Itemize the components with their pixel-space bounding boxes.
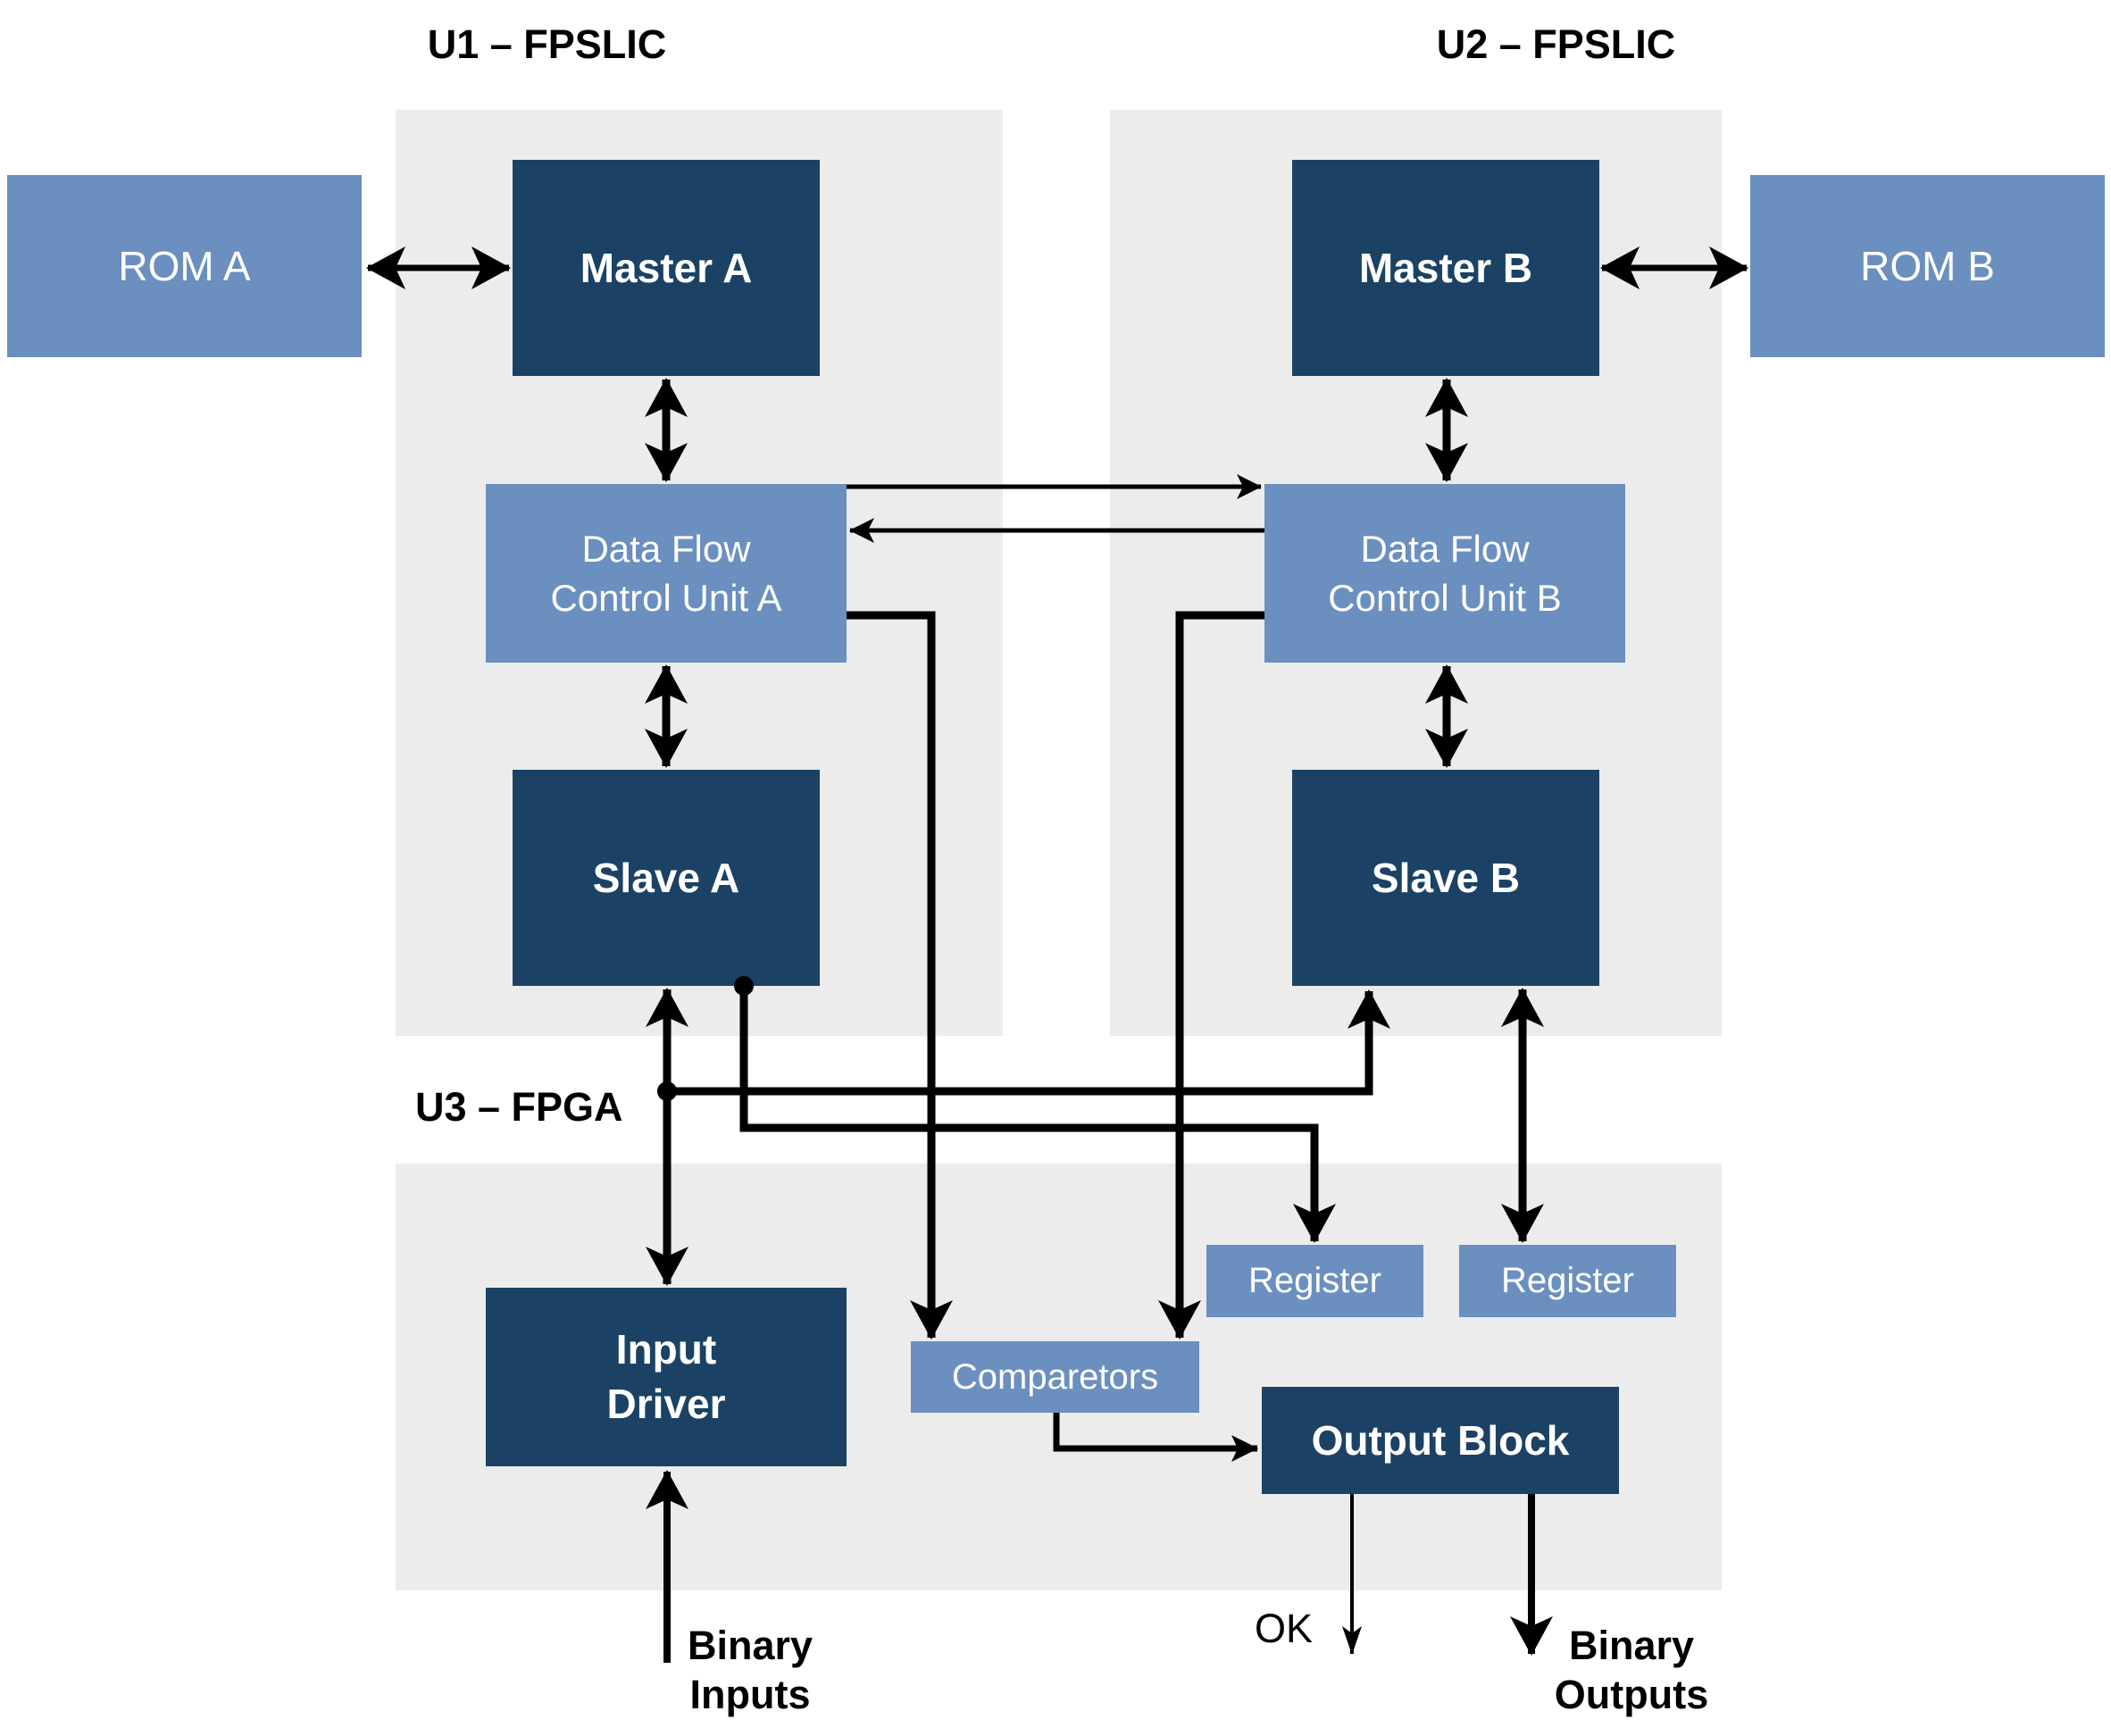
wire-comparetors-to-output-block xyxy=(1053,1413,1258,1462)
junction-dot-input-bus xyxy=(657,1081,677,1101)
wire-dfcu-b-to-comparetors xyxy=(1158,611,1264,1340)
wire-dfcu-a-to-comparetors xyxy=(847,611,953,1340)
block-register-2: Register xyxy=(1459,1245,1676,1317)
block-output-block: Output Block xyxy=(1262,1387,1619,1494)
block-input-driver: Input Driver xyxy=(486,1288,847,1466)
block-data-flow-control-unit-b: Data Flow Control Unit B xyxy=(1264,484,1625,663)
block-comparetors: Comparetors xyxy=(911,1341,1199,1413)
block-rom-a: ROM A xyxy=(7,175,362,357)
block-slave-a: Slave A xyxy=(513,770,820,986)
block-master-a: Master A xyxy=(513,160,820,376)
block-master-b: Master B xyxy=(1292,160,1599,376)
block-data-flow-control-unit-a: Data Flow Control Unit A xyxy=(486,484,847,663)
ok-label: OK xyxy=(1254,1606,1313,1651)
block-register-1: Register xyxy=(1206,1245,1423,1317)
wire-junction-to-slave-b xyxy=(667,989,1390,1096)
binary-outputs-label: Binary Outputs xyxy=(1554,1623,1709,1717)
junction-dot-slave-a xyxy=(734,976,754,996)
u2-title: U2 – FPSLIC xyxy=(1436,21,1676,67)
u3-title: U3 – FPGA xyxy=(415,1084,623,1130)
u1-title: U1 – FPSLIC xyxy=(427,21,667,67)
binary-inputs-label: Binary Inputs xyxy=(687,1623,814,1717)
block-rom-b: ROM B xyxy=(1750,175,2105,357)
block-slave-b: Slave B xyxy=(1292,770,1599,986)
wire-slave-a-to-register-1 xyxy=(739,988,1336,1243)
